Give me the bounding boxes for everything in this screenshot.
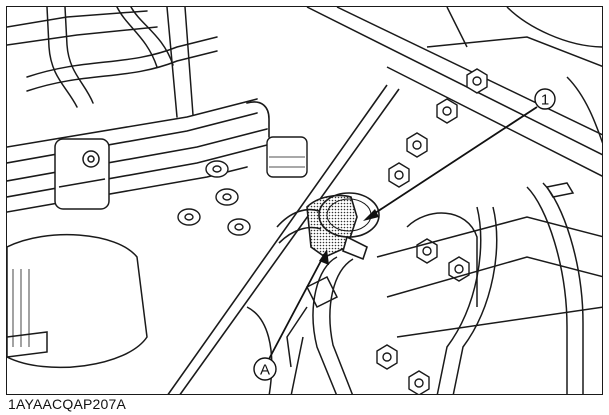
callout-1-label: 1 xyxy=(541,92,549,109)
hex-bolts xyxy=(376,68,488,394)
diagonal-rod xyxy=(167,84,400,394)
callout-a-leader xyxy=(268,249,329,360)
upper-right-structure xyxy=(306,7,602,177)
callout-a-label: A xyxy=(260,362,270,379)
filter-canister xyxy=(7,233,148,369)
fitting-assembly xyxy=(276,192,380,261)
callout-1-marker: 1 xyxy=(534,88,556,110)
callout-1-leader xyxy=(363,106,538,221)
pipe-clamp xyxy=(54,138,110,210)
engine-line-drawing: 1 A xyxy=(7,7,602,394)
figure-code: 1AYAACQAP207A xyxy=(8,396,127,412)
callout-a-marker: A xyxy=(253,357,277,381)
illustration-frame: 1 A xyxy=(6,6,603,395)
injector-nozzles xyxy=(177,136,308,236)
upper-left-hoses xyxy=(7,7,218,118)
right-engine-block xyxy=(376,182,602,394)
lower-hoses xyxy=(246,256,354,394)
